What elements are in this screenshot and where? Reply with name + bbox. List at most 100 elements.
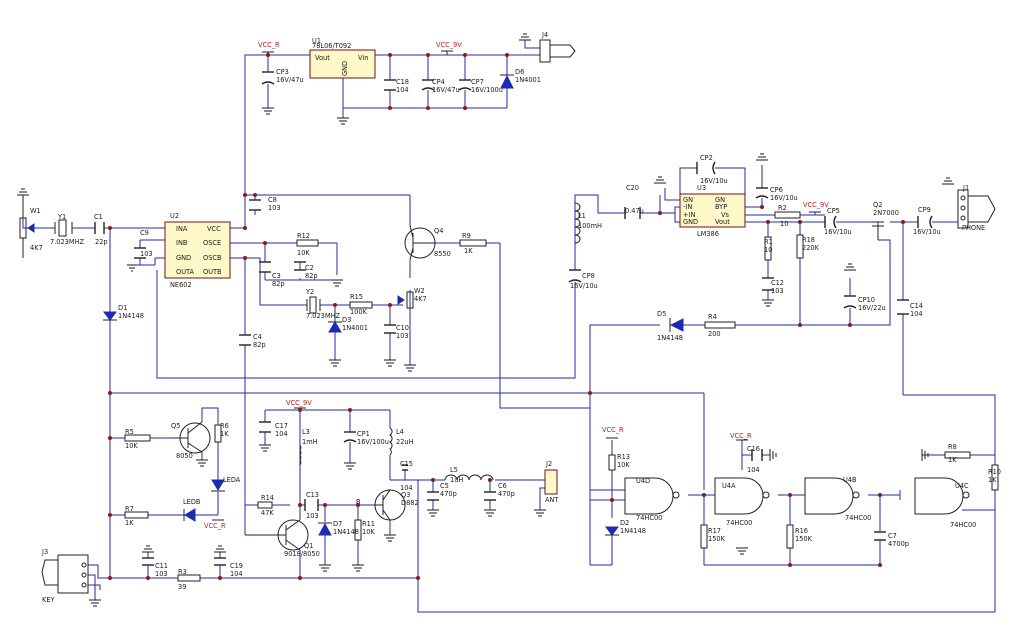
l1-coil	[574, 202, 581, 244]
d2-diode	[605, 526, 619, 536]
u3-ref: U3	[697, 184, 706, 192]
r2-value: 10	[780, 220, 788, 228]
c13-label: C13	[306, 491, 319, 499]
crystals	[54, 219, 321, 314]
j3-jack	[41, 554, 89, 594]
l3-coil	[299, 444, 302, 466]
u3-vs-pin: Vs	[721, 211, 730, 219]
ground-icon	[654, 176, 666, 184]
d3-value: 1N4001	[342, 324, 368, 332]
u3-vout-pin: Vout	[715, 218, 730, 226]
u2-oscb-pin: OSCB	[203, 254, 222, 262]
r2-body	[774, 211, 801, 219]
cp5-cap	[824, 215, 837, 229]
r12-body	[296, 239, 319, 247]
r12-label: R12	[297, 232, 310, 240]
c10-value: 103	[396, 332, 409, 340]
c18-label: C18	[396, 78, 409, 86]
w2-value: 4K7	[414, 295, 427, 303]
r11-body	[354, 519, 362, 541]
r6-value: 1K	[220, 430, 229, 438]
w2-label: W2	[414, 287, 425, 295]
cp8-label: CP8	[582, 272, 595, 280]
d1-value: 1N4148	[118, 312, 144, 320]
ledb-diode	[183, 508, 196, 522]
l3-label: L3	[302, 428, 310, 436]
c6-cap	[484, 491, 496, 501]
ground-icon	[762, 299, 774, 307]
cp4-value: 16V/47u	[432, 86, 460, 94]
cp9-value: 16V/10u	[913, 228, 941, 236]
cp7-value: 16V/100u	[471, 86, 503, 94]
cp2-label: CP2	[700, 154, 713, 162]
l5-coil	[444, 474, 494, 481]
c1-value: 22p	[95, 238, 108, 246]
r11-value: 10K	[362, 528, 375, 536]
cp9-label: CP9	[918, 206, 931, 214]
r9-body	[459, 239, 487, 247]
c19-cap	[214, 557, 226, 566]
y2-crystal	[306, 296, 321, 314]
l3-value: 1mH	[302, 438, 318, 446]
component-labels: VCC_R VCC_9V VCC_9V VCC_9V VCC_R VCC_R V…	[30, 31, 1001, 604]
ground-icon	[259, 444, 271, 452]
u3-gn2-pin: GN	[715, 196, 725, 204]
c7-label: C7	[888, 532, 897, 540]
cp1-value: 16V/100u	[357, 438, 389, 446]
inductors	[299, 202, 581, 481]
q5-value: 8050	[176, 452, 193, 460]
c10-cap	[384, 324, 396, 334]
c1-label: C1	[94, 213, 103, 221]
c5-label: C5	[440, 482, 449, 490]
c17-cap	[259, 421, 271, 433]
c4-cap	[239, 334, 251, 346]
ledb-label: LEDB	[183, 498, 201, 506]
y1-value: 7.023MHZ	[50, 238, 85, 246]
vcc-9v-mid-label: VCC_9V	[286, 399, 312, 407]
u2-inb-pin: INB	[176, 239, 188, 247]
u3-lm386: U3 LM386 GN -IN +IN GND GN BYP Vs Vout	[679, 184, 746, 238]
r17-label: R17	[708, 527, 721, 535]
cp3-label: CP3	[276, 68, 289, 76]
cp6-cap	[755, 187, 769, 199]
r16-value: 150K	[795, 535, 813, 543]
r15-body	[349, 301, 373, 309]
connectors	[19, 39, 996, 594]
r15-value: 100K	[350, 308, 368, 316]
j2-label: J2	[545, 460, 552, 468]
c2-cap	[294, 261, 306, 271]
r13-value: 10K	[617, 461, 630, 469]
ground-icon	[214, 545, 226, 553]
r7-body	[124, 511, 149, 519]
u3-pin-pin: +IN	[683, 211, 695, 219]
j1-label: J1	[962, 184, 969, 192]
r13-body	[608, 454, 616, 471]
d6-value: 1N4001	[515, 76, 541, 84]
u3-value: LM386	[697, 230, 719, 238]
c3-cap	[259, 261, 271, 273]
cp4-cap	[421, 79, 435, 91]
q5-transistor	[170, 421, 211, 454]
d3-label: D3	[342, 316, 351, 324]
u1-vout-pin: Vout	[315, 54, 330, 62]
r7-value: 1K	[125, 519, 134, 527]
ground-icon	[519, 33, 531, 41]
cp3-cap	[261, 71, 275, 85]
r4-value: 200	[708, 330, 721, 338]
vcc-r-top-label: VCC_R	[258, 41, 280, 49]
u3-nin-pin: -IN	[683, 203, 692, 211]
c12-label: C12	[771, 279, 784, 287]
vcc-r-ledb-label: VCC_R	[204, 522, 226, 530]
ground-icon	[319, 564, 331, 572]
u1-value: 78L06/T092	[312, 42, 351, 50]
q3-value: D882	[401, 499, 419, 507]
r11-label: R11	[362, 520, 375, 528]
r3-label: R3	[178, 568, 187, 576]
c19-label: C19	[230, 562, 243, 570]
c2-label: C2	[305, 264, 314, 272]
cp2-value: 16V/10u	[700, 177, 728, 185]
y2-label: Y2	[305, 288, 314, 296]
u4d-value: 74HC00	[636, 514, 662, 522]
u4c-ref: U4C	[955, 482, 969, 490]
